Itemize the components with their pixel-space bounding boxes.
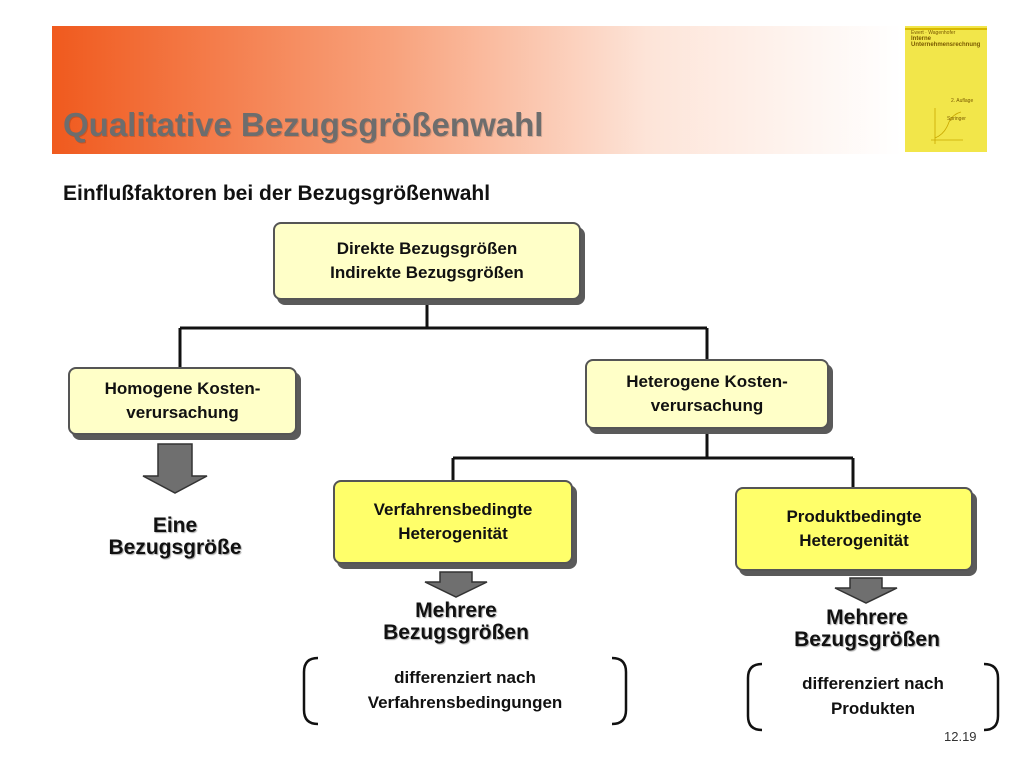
book-cover-image: Ewert · Wagenhofer Interne Unternehmensr…: [905, 26, 987, 152]
arrow-down-icon-homogen: [142, 443, 208, 494]
node-direkte-indirekte-bezugsgroessen: Direkte Bezugsgrößen Indirekte Bezugsgrö…: [273, 222, 581, 300]
brace-right-produkt: [983, 662, 1000, 732]
outcome-mehrere-bezugsgroessen-verfahren: Mehrere Bezugsgrößen: [383, 599, 529, 644]
arrow-down-icon-verfahren: [424, 571, 488, 598]
slide-title: Qualitative Bezugsgrößenwahl: [63, 106, 544, 143]
note-produkten: differenziert nach Produkten: [802, 674, 944, 718]
brace-left-verfahren: [302, 656, 319, 726]
header-band: [52, 26, 902, 154]
brace-right-verfahren: [611, 656, 628, 726]
node-heterogene-kostenverursachung: Heterogene Kosten- verursachung: [585, 359, 829, 429]
brace-left-produkt: [746, 662, 763, 732]
outcome-mehrere-bezugsgroessen-produkt: Mehrere Bezugsgrößen: [794, 606, 940, 651]
book-cover-text: Ewert · Wagenhofer Interne Unternehmensr…: [911, 30, 981, 122]
node-homogene-kostenverursachung: Homogene Kosten- verursachung: [68, 367, 297, 435]
node-verfahrensbedingte-heterogenitaet: Verfahrensbedingte Heterogenität: [333, 480, 573, 564]
node-produktbedingte-heterogenitaet: Produktbedingte Heterogenität: [735, 487, 973, 571]
page-number: 12.19: [944, 729, 977, 744]
outcome-eine-bezugsgroesse: Eine Bezugsgröße: [108, 514, 242, 559]
slide-subtitle: Einflußfaktoren bei der Bezugsgrößenwahl: [63, 182, 491, 205]
arrow-down-icon-produkt: [834, 577, 898, 604]
note-verfahrensbedingungen: differenziert nach Verfahrensbedingungen: [367, 668, 563, 712]
